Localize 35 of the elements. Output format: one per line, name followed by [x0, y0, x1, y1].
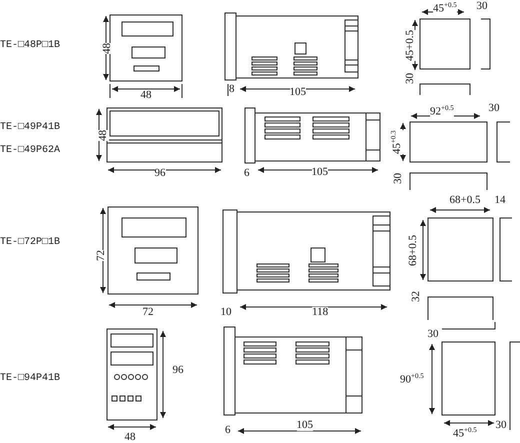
dimension-value: 48: [102, 42, 112, 54]
dimension-value: 30: [496, 420, 506, 430]
dimension-value: 30: [428, 328, 438, 340]
dimension-value: 48: [140, 90, 152, 100]
dimension-value: 45$^{+0.5}$: [433, 0, 457, 14]
dimension-value: 8: [229, 84, 234, 94]
dimension-value: 90$^{+0.5}$: [400, 370, 424, 386]
dimension-value: 72: [96, 250, 106, 260]
dimension-value: 48: [124, 432, 136, 442]
dimension-value: 68+0.5: [450, 194, 480, 206]
model-number: TE-□94P41B: [0, 372, 60, 384]
dimension-value: 118: [312, 306, 328, 318]
dimension-value: 32: [410, 290, 422, 302]
dimension-value: 45$^{+0.5}$: [453, 424, 477, 440]
model-number: TE-□49P62A: [0, 144, 60, 156]
dimension-value: 92$^{+0.5}$: [430, 102, 454, 118]
dimension-value: 68+0.5: [407, 234, 418, 266]
dimension-value: 6: [244, 168, 250, 178]
dimension-value: 14: [494, 194, 506, 206]
dimension-value: 72: [142, 306, 154, 318]
dimension-value: 96: [172, 364, 184, 376]
dimension-value: 105: [296, 420, 313, 430]
model-number: TE-□48P□1B: [0, 40, 60, 50]
dimension-value: 30: [476, 0, 488, 12]
dimension-value: 30: [488, 102, 500, 114]
dimension-value: 105: [290, 86, 306, 98]
dimension-value: 105: [312, 166, 328, 178]
dimension-value: 30: [392, 172, 404, 184]
dimension-value: 30: [404, 72, 416, 84]
dimension-value: 6: [225, 424, 230, 436]
dimension-value: 45+0.5: [404, 30, 416, 60]
dimension-value: 10: [220, 306, 232, 318]
dimension-value: 96: [154, 168, 166, 178]
dimension-value: 48: [98, 130, 108, 140]
model-number: TE-□49P41B: [0, 122, 60, 132]
